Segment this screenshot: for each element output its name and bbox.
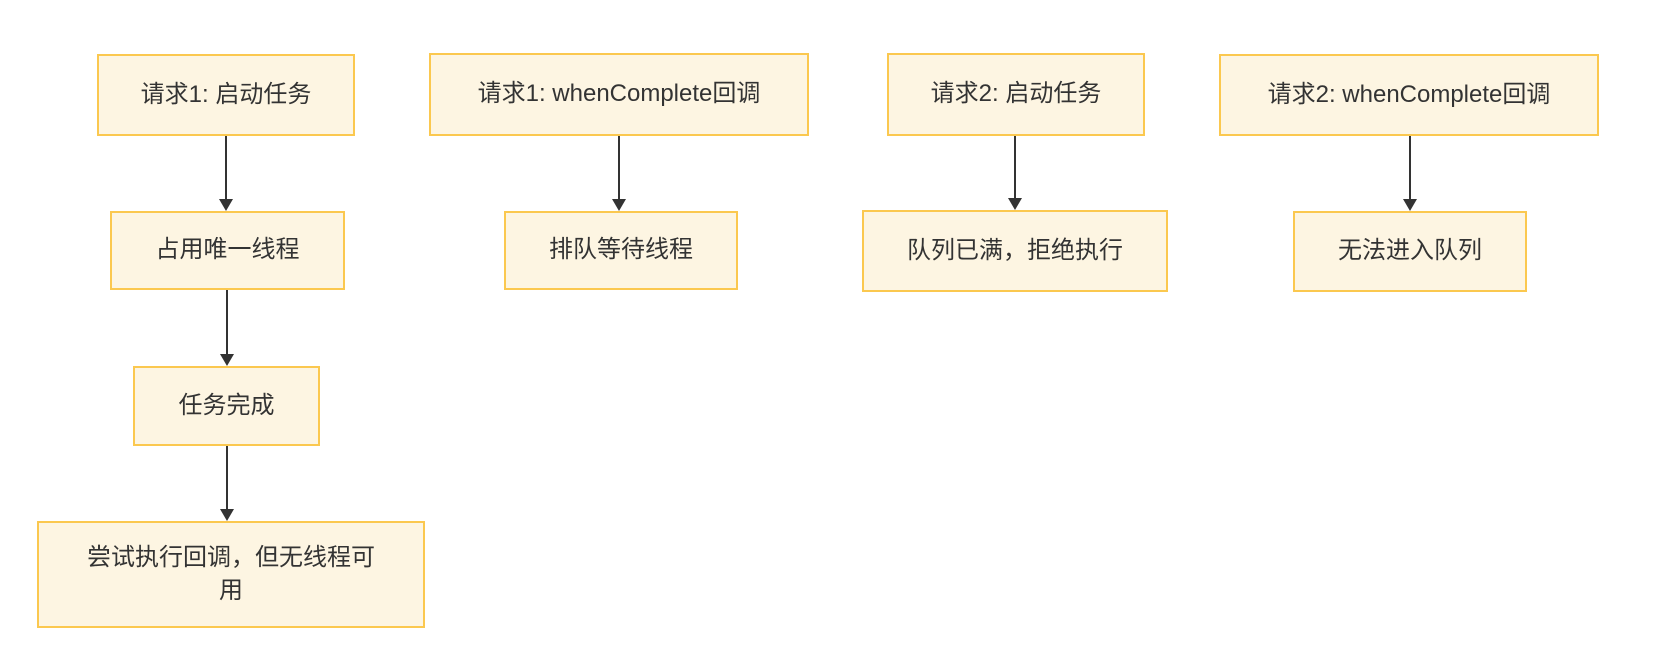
flow-node-label: 请求1: 启动任务 xyxy=(140,80,312,108)
flow-node-req1-task-done: 任务完成 xyxy=(133,366,320,446)
arrow-line xyxy=(226,446,228,510)
flow-node-label: 请求2: 启动任务 xyxy=(930,80,1102,108)
flow-node-req2-cannot-enter-queue: 无法进入队列 xyxy=(1293,211,1527,292)
flow-node-req1-occupy-only-thread: 占用唯一线程 xyxy=(110,211,345,290)
arrow-line xyxy=(226,290,228,355)
flow-node-req1-whencomplete-callback: 请求1: whenComplete回调 xyxy=(429,53,809,136)
flow-node-label: 队列已满，拒绝执行 xyxy=(907,236,1123,264)
arrow-head-icon xyxy=(1008,198,1022,210)
flow-node-req1-queue-wait-thread: 排队等待线程 xyxy=(504,211,738,290)
arrow-head-icon xyxy=(219,199,233,211)
arrow-line xyxy=(1014,136,1016,199)
flow-node-label: 请求1: whenComplete回调 xyxy=(477,80,761,108)
flow-node-label: 尝试执行回调，但无线程可用 xyxy=(87,544,375,604)
arrow-head-icon xyxy=(220,509,234,521)
flow-node-req2-queue-full-reject: 队列已满，拒绝执行 xyxy=(862,210,1168,292)
flow-node-label: 占用唯一线程 xyxy=(155,236,300,264)
flow-node-req1-try-callback-no-thread: 尝试执行回调，但无线程可用 xyxy=(37,521,425,628)
flow-node-label: 任务完成 xyxy=(178,391,275,419)
arrow-line xyxy=(618,136,620,200)
arrow-line xyxy=(225,136,227,200)
flow-node-label: 排队等待线程 xyxy=(549,236,693,264)
flow-node-req1-start-task: 请求1: 启动任务 xyxy=(97,54,355,136)
arrow-line xyxy=(1409,136,1411,200)
flow-node-label: 无法进入队列 xyxy=(1338,237,1482,265)
flow-node-req2-whencomplete-callback: 请求2: whenComplete回调 xyxy=(1219,54,1599,136)
arrow-head-icon xyxy=(220,354,234,366)
flow-node-label: 请求2: whenComplete回调 xyxy=(1267,80,1551,108)
arrow-head-icon xyxy=(612,199,626,211)
arrow-head-icon xyxy=(1403,199,1417,211)
flow-node-req2-start-task: 请求2: 启动任务 xyxy=(887,53,1145,136)
